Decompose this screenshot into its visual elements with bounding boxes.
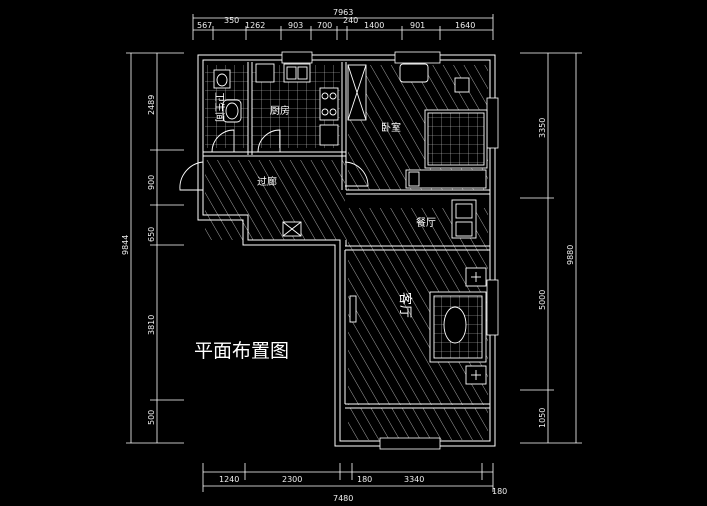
right-seg-label-3: 1050 xyxy=(538,408,547,428)
right-dimension xyxy=(520,52,582,444)
bedroom-furniture xyxy=(347,63,488,189)
left-total-label: 9844 xyxy=(121,235,130,255)
bottom-dimension xyxy=(202,463,494,492)
top-seg-label-1: 567 xyxy=(197,21,212,30)
bottom-total-label: 7480 xyxy=(333,494,353,503)
top-seg-label-8: 901 xyxy=(410,21,425,30)
bottom-seg-label-1: 1240 xyxy=(219,475,239,484)
left-seg-label-4: 3810 xyxy=(147,315,156,335)
room-label-bathroom: 卫生间 xyxy=(213,92,226,122)
drawing-title: 平面布置图 xyxy=(194,340,289,362)
living-furniture xyxy=(349,267,487,385)
top-seg-label-5: 700 xyxy=(317,21,332,30)
top-seg-label-7: 1400 xyxy=(364,21,384,30)
left-seg-label-2: 900 xyxy=(147,175,156,190)
bottom-seg-label-4: 3340 xyxy=(404,475,424,484)
right-total-label: 9880 xyxy=(566,245,575,265)
floor-finishes xyxy=(205,65,488,440)
room-label-bedroom: 卧室 xyxy=(381,121,401,134)
room-label-corridor: 过廊 xyxy=(257,175,277,188)
left-seg-label-3: 650 xyxy=(147,227,156,242)
dining-furniture xyxy=(282,199,477,239)
walls xyxy=(197,54,496,447)
top-seg-label-3: 1262 xyxy=(245,21,265,30)
bottom-extra-label: 180 xyxy=(492,487,507,496)
kitchen-fixtures xyxy=(255,63,339,146)
windows xyxy=(281,51,499,450)
bottom-seg-label-3: 180 xyxy=(357,475,372,484)
top-seg-label-4: 903 xyxy=(288,21,303,30)
left-dimension xyxy=(126,52,184,444)
room-label-living: 客厅 xyxy=(397,292,413,318)
right-seg-label-2: 5000 xyxy=(538,290,547,310)
room-label-kitchen: 厨房 xyxy=(270,104,290,117)
bottom-seg-label-2: 2300 xyxy=(282,475,302,484)
right-seg-label-1: 3350 xyxy=(538,118,547,138)
left-seg-label-5: 500 xyxy=(147,410,156,425)
top-seg-label-2: 350 xyxy=(224,16,239,25)
bathroom-fixtures xyxy=(213,69,242,123)
doors xyxy=(179,129,369,191)
room-label-dining: 餐厅 xyxy=(416,216,436,229)
top-dimension xyxy=(192,14,494,40)
top-total-label: 7963 xyxy=(333,8,353,17)
left-seg-label-1: 2489 xyxy=(147,95,156,115)
top-seg-label-6: 240 xyxy=(343,16,358,25)
top-seg-label-9: 1640 xyxy=(455,21,475,30)
